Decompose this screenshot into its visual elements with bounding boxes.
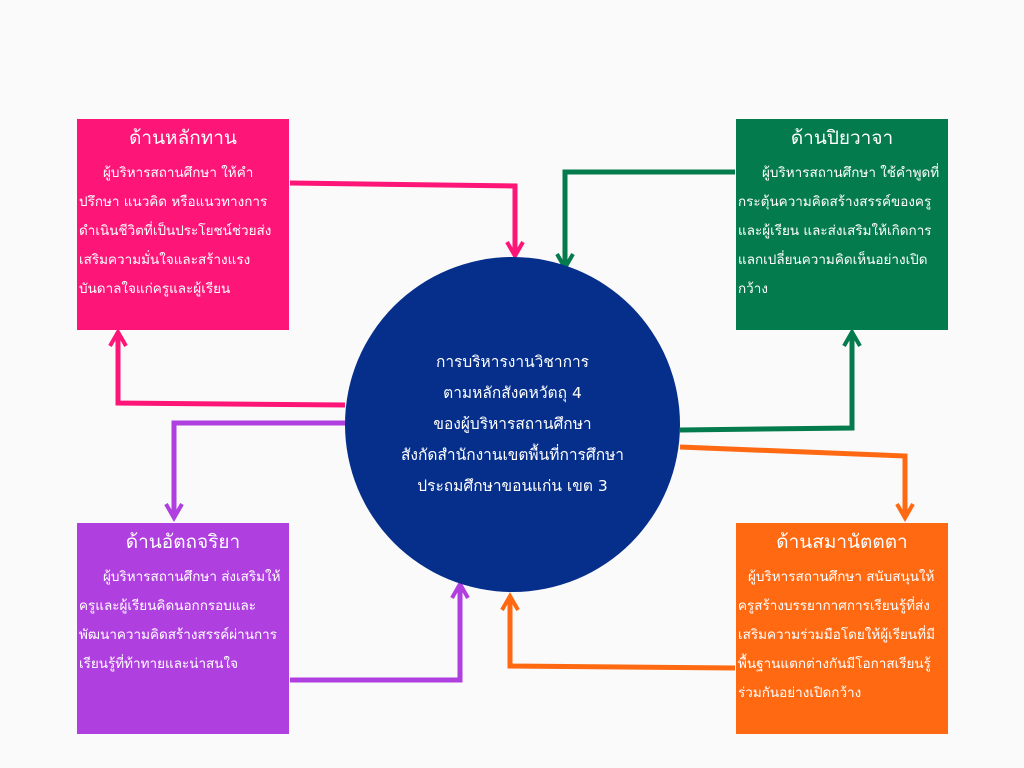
box-title: ด้านอัตถจริยา (125, 531, 241, 553)
center-line: ประถมศึกษาขอนแก่น เขต 3 (417, 477, 608, 495)
arrow-center-to-pink (108, 327, 346, 408)
box-samanattata: ด้านสมานัตตตา ผู้บริหารสถานศึกษา สนับสนุ… (736, 523, 948, 734)
box-text: ผู้บริหารสถานศึกษา ใช้คำพูดที่กระตุ้นควา… (738, 165, 940, 297)
arrow-center-to-orange (679, 444, 915, 523)
arrow-orange-to-center (500, 591, 736, 671)
arrow-purple-to-center (290, 579, 470, 683)
box-title: ด้านหลักทาน (129, 127, 237, 149)
arrow-green-to-center (555, 169, 735, 273)
arrow-pink-to-center (289, 180, 525, 261)
arrow-center-to-purple (164, 420, 345, 523)
box-dana: ด้านหลักทาน ผู้บริหารสถานศึกษา ให้คำปรึก… (77, 119, 289, 330)
box-piyavaca: ด้านปิยวาจา ผู้บริหารสถานศึกษา ใช้คำพูดท… (736, 119, 948, 330)
box-title: ด้านสมานัตตตา (776, 531, 908, 553)
box-text: ผู้บริหารสถานศึกษา สนับสนุนให้ครูสร้างบร… (738, 569, 935, 701)
arrow-center-to-green (679, 327, 862, 433)
center-line: ของผู้บริหารสถานศึกษา (433, 415, 592, 433)
box-text: ผู้บริหารสถานศึกษา ส่งเสริมให้ครูและผู้เ… (79, 569, 281, 672)
box-title: ด้านปิยวาจา (790, 127, 894, 149)
box-text: ผู้บริหารสถานศึกษา ให้คำปรึกษา แนวคิด หร… (79, 165, 272, 297)
center-line: การบริหารงานวิชาการ (435, 353, 590, 371)
center-line: สังกัดสำนักงานเขตพื้นที่การศึกษา (400, 446, 625, 464)
central-topic-circle: การบริหารงานวิชาการ ตามหลักสังคหวัตถุ 4 … (345, 257, 680, 592)
box-atthacariya: ด้านอัตถจริยา ผู้บริหารสถานศึกษา ส่งเสริ… (77, 523, 289, 734)
center-line: ตามหลักสังคหวัตถุ 4 (443, 384, 582, 402)
